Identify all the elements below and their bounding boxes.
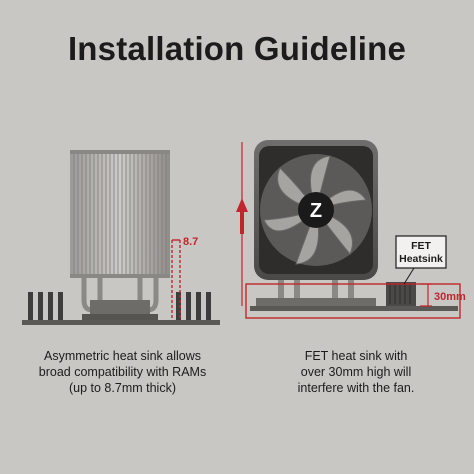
up-arrow-icon xyxy=(236,198,248,212)
brand-logo-icon: Z xyxy=(310,200,322,222)
left-caption-line: broad compatibility with RAMs xyxy=(38,365,207,379)
right-caption-line: FET heat sink with xyxy=(304,349,408,363)
clearance-marker xyxy=(171,239,181,320)
heatsink-side-view: 8.7 xyxy=(22,150,220,325)
left-caption: Asymmetric heat sink allows broad compat… xyxy=(20,348,225,396)
clearance-zone-outline xyxy=(245,283,461,319)
right-caption: FET heat sink with over 30mm high will i… xyxy=(256,348,456,396)
left-caption-line: Asymmetric heat sink allows xyxy=(44,349,201,363)
fin-lines xyxy=(73,150,167,278)
fan-blades xyxy=(260,154,372,266)
fet-height-label: 30mm xyxy=(434,291,466,303)
fet-label-line2: Heatsink xyxy=(399,253,443,265)
front-heat-pipes xyxy=(278,280,354,300)
ram-sticks xyxy=(28,292,211,320)
fet-heatsink-block xyxy=(386,282,416,306)
left-caption-line: (up to 8.7mm thick) xyxy=(69,381,176,395)
cooler-front-view: Z FET Heatsink 30mm xyxy=(236,140,466,319)
fet-label-box xyxy=(395,235,447,269)
fet-label-line1: FET xyxy=(411,240,431,252)
clearance-label: 8.7 xyxy=(183,236,198,248)
right-caption-line: over 30mm high will xyxy=(300,365,412,379)
page-title: Installation Guideline xyxy=(67,30,407,67)
right-caption-line: interfere with the fan. xyxy=(297,381,415,395)
